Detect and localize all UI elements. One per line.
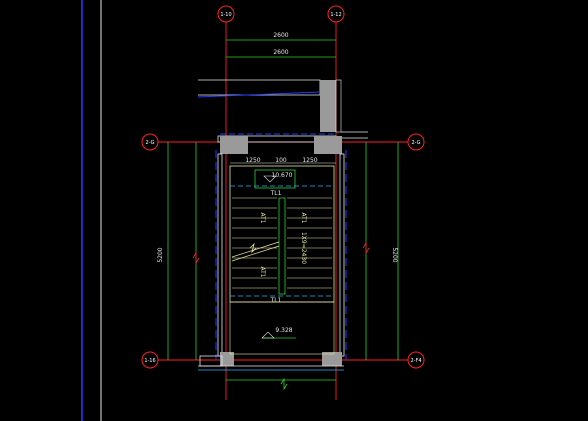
landing-area: [229, 301, 335, 355]
grid-label-right-upper: 2-G: [411, 140, 420, 146]
stair-interior: [229, 165, 335, 303]
top-inner-dimension: 2600: [273, 49, 288, 56]
segment-left-dimension: 1250: [245, 157, 260, 164]
segment-mid-dimension: 100: [275, 157, 287, 164]
grid-bubbles: [141, 5, 425, 369]
break-symbol-bottom: [280, 377, 288, 391]
grid-label-right-lower: 2-F4: [410, 358, 421, 364]
elevation-bottom-label: 9.328: [275, 327, 292, 334]
stair-label-right-text: 1X9=2430: [300, 232, 307, 264]
beam-label-top: TL1: [270, 190, 282, 197]
segment-right-dimension: 1250: [302, 157, 317, 164]
stairwell-walls: [198, 133, 347, 371]
elevation-top-label: 10.670: [272, 172, 293, 179]
stair-label-left-down: AT1: [259, 266, 266, 277]
grid-axes: [158, 22, 408, 400]
break-symbol-left: [192, 251, 200, 265]
top-outer-dimension: 2600: [273, 32, 288, 39]
grid-label-top-right: 1-12: [330, 12, 341, 18]
right-vertical-dimension: 5200: [391, 247, 398, 262]
upper-wall: [197, 79, 368, 139]
break-symbol-right: [362, 241, 370, 255]
grid-label-top-left: 1-10: [220, 12, 231, 18]
top-dimension-lines: [226, 39, 336, 58]
elevation-marker-icon: [263, 175, 277, 183]
stair-treads: [232, 197, 332, 289]
stair-handrail: [231, 197, 286, 295]
stair-label-left-up: AT1: [259, 212, 266, 223]
left-vertical-dimension: 5200: [157, 247, 164, 262]
stair-label-right-up: AT1: [300, 212, 307, 223]
beam-label-bottom: TL1: [270, 297, 282, 304]
grid-label-left-lower: 1-16: [144, 358, 155, 364]
grid-label-left-upper: 2-G: [145, 140, 154, 146]
